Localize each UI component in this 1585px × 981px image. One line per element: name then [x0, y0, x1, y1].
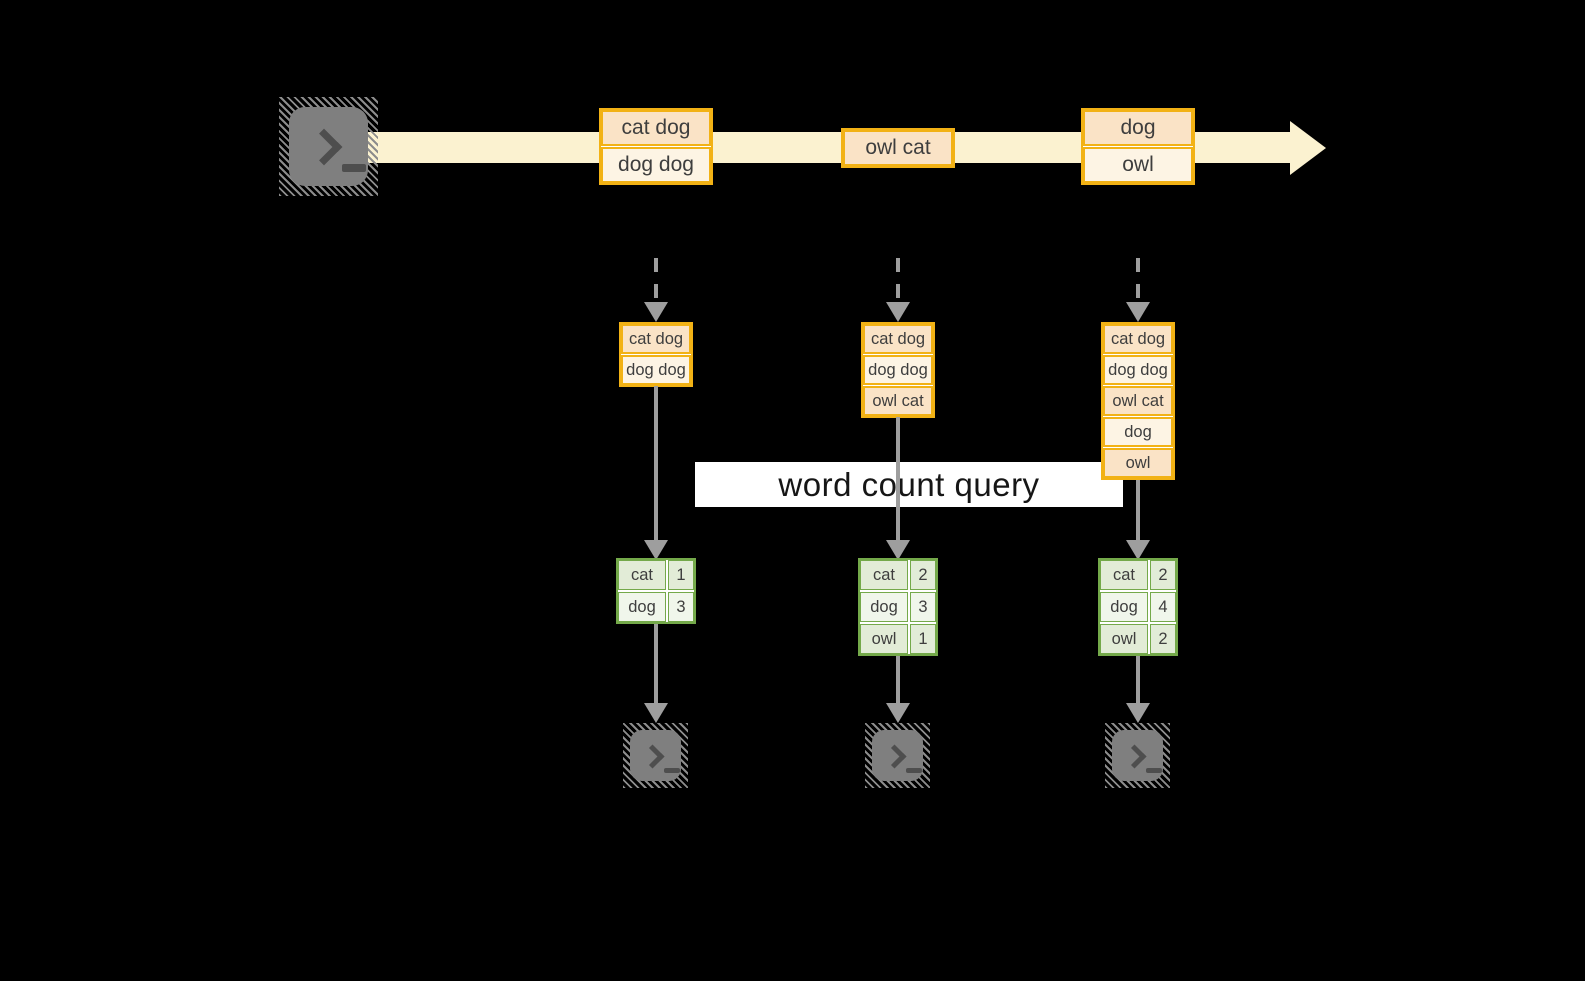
arrowhead-icon [886, 302, 910, 322]
state-row: dog dog [863, 355, 933, 385]
arrow-line [896, 417, 900, 540]
event-row: dog dog [601, 147, 711, 183]
terminal-icon-body [630, 730, 681, 781]
arrowhead-icon [1126, 703, 1150, 723]
terminal-source-icon [279, 97, 378, 196]
terminal-sink-icon [1105, 723, 1170, 788]
event-row: owl [1083, 147, 1193, 183]
state-row: owl cat [863, 386, 933, 416]
count-cell: 2 [1150, 560, 1176, 590]
arrowhead-icon [644, 540, 668, 560]
word-cell: owl [1100, 624, 1148, 654]
word-cell: dog [1100, 592, 1148, 622]
arrow-line [654, 386, 658, 540]
word-count-table: cat 1 dog 3 [616, 558, 696, 624]
state-row: cat dog [621, 324, 691, 354]
event-row: owl cat [843, 130, 953, 166]
state-row: dog dog [1103, 355, 1173, 385]
terminal-cursor-icon [342, 164, 366, 172]
terminal-chevron-icon [305, 128, 343, 166]
arrowhead-icon [886, 703, 910, 723]
count-cell: 2 [1150, 624, 1176, 654]
word-count-table: cat 2 dog 4 owl 2 [1098, 558, 1178, 656]
state-row: owl cat [1103, 386, 1173, 416]
state-buffer-box: cat dog dog dog owl cat dog owl [1101, 322, 1175, 480]
event-row: dog [1083, 110, 1193, 146]
arrow-line [1136, 656, 1140, 705]
count-cell: 2 [910, 560, 936, 590]
state-row: cat dog [863, 324, 933, 354]
arrowhead-icon [644, 302, 668, 322]
arrowhead-icon [1126, 302, 1150, 322]
terminal-sink-icon [865, 723, 930, 788]
state-buffer-box: cat dog dog dog [619, 322, 693, 387]
count-cell: 4 [1150, 592, 1176, 622]
stream-event-box: cat dog dog dog [599, 108, 713, 185]
arrowhead-icon [1126, 540, 1150, 560]
state-row: cat dog [1103, 324, 1173, 354]
dashed-arrow-line [1136, 258, 1140, 304]
stream-event-box: owl cat [841, 128, 955, 168]
word-cell: dog [860, 592, 908, 622]
query-label: word count query [778, 465, 1040, 503]
terminal-sink-icon [623, 723, 688, 788]
word-cell: dog [618, 592, 666, 622]
arrow-line [654, 624, 658, 705]
state-row: owl [1103, 448, 1173, 478]
word-cell: cat [860, 560, 908, 590]
state-row: dog [1103, 417, 1173, 447]
state-buffer-box: cat dog dog dog owl cat [861, 322, 935, 418]
event-row: cat dog [601, 110, 711, 146]
terminal-chevron-icon [640, 744, 665, 769]
stream-arrowhead-icon [1290, 121, 1326, 175]
terminal-cursor-icon [906, 768, 922, 773]
arrowhead-icon [886, 540, 910, 560]
query-label-band: word count query [695, 462, 1123, 507]
word-count-table: cat 2 dog 3 owl 1 [858, 558, 938, 656]
terminal-cursor-icon [664, 768, 680, 773]
dashed-arrow-line [654, 258, 658, 304]
terminal-cursor-icon [1146, 768, 1162, 773]
dashed-arrow-line [896, 258, 900, 304]
word-cell: cat [618, 560, 666, 590]
state-row: dog dog [621, 355, 691, 385]
terminal-icon-body [872, 730, 923, 781]
arrow-line [1136, 479, 1140, 540]
stream-event-box: dog owl [1081, 108, 1195, 185]
count-cell: 1 [668, 560, 694, 590]
count-cell: 3 [668, 592, 694, 622]
terminal-icon-body [289, 107, 368, 186]
count-cell: 3 [910, 592, 936, 622]
count-cell: 1 [910, 624, 936, 654]
terminal-chevron-icon [882, 744, 907, 769]
terminal-chevron-icon [1122, 744, 1147, 769]
arrow-line [896, 656, 900, 705]
arrowhead-icon [644, 703, 668, 723]
word-cell: cat [1100, 560, 1148, 590]
terminal-icon-body [1112, 730, 1163, 781]
word-cell: owl [860, 624, 908, 654]
